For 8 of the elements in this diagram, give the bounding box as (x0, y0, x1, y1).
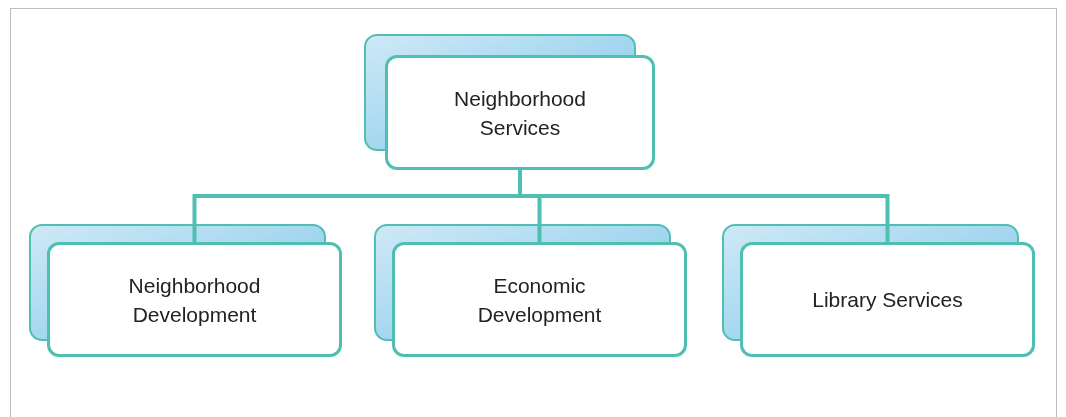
box-label: Neighborhood Services (453, 85, 587, 141)
box-label: Neighborhood Development (127, 272, 262, 328)
box-label: Economic Development (476, 272, 603, 328)
org-box (47, 242, 342, 357)
org-box (385, 55, 655, 170)
org-box (740, 242, 1035, 357)
box-label: Library Services (812, 287, 963, 313)
org-box (392, 242, 687, 357)
